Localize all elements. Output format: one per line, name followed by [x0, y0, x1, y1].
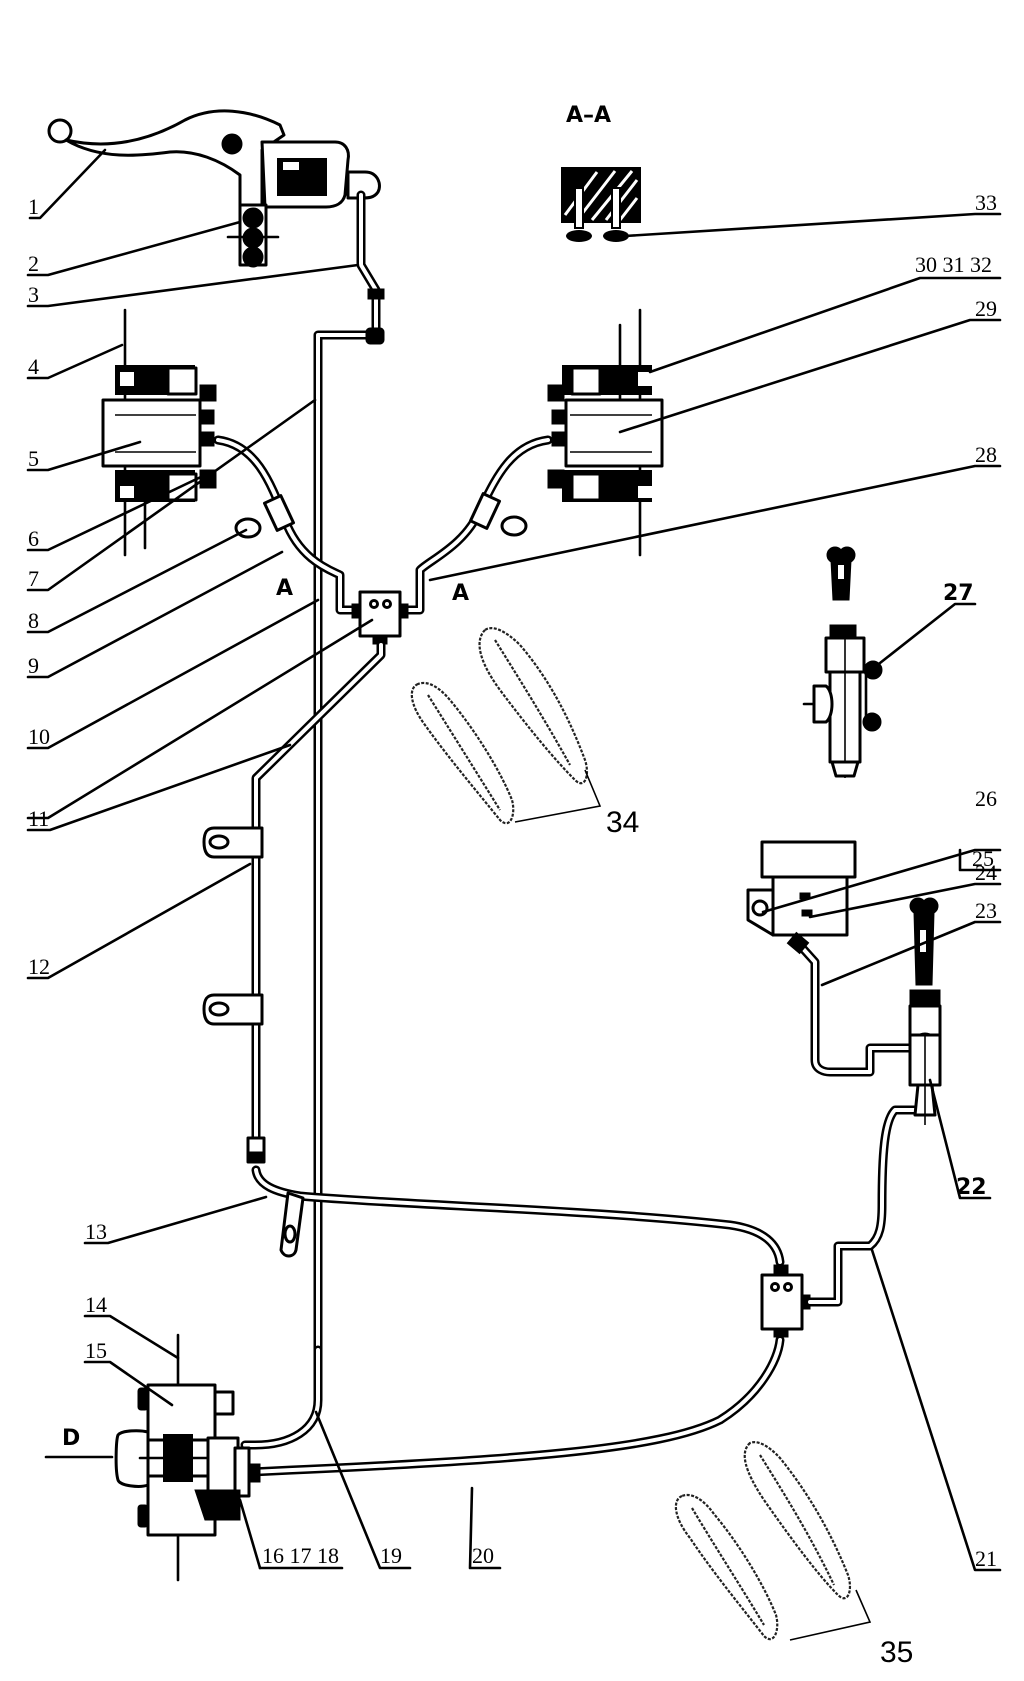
pedal-feed-line: [805, 1105, 923, 1307]
leader-lines: [26, 148, 1002, 1572]
callout-13: 13: [85, 1219, 107, 1244]
callout-34: 34: [606, 806, 639, 839]
callout-23: 23: [975, 898, 997, 923]
callout-20: 20: [472, 1543, 494, 1568]
line-bracket-lower: [202, 993, 264, 1026]
callout-35: 35: [880, 1636, 913, 1669]
front-hoses: A A: [213, 435, 553, 615]
rear-caliper: D: [44, 1333, 261, 1582]
master-cylinder-detail: [802, 546, 883, 778]
callout-6: 6: [28, 526, 39, 551]
parking-cable-end: [240, 1345, 323, 1450]
callout-12: 12: [28, 954, 50, 979]
section-bracket: [561, 167, 641, 242]
section-a-a: A–A: [561, 103, 641, 242]
callout-7: 7: [28, 566, 39, 591]
callout-10: 10: [28, 724, 50, 749]
callout-25: 25: [972, 846, 994, 871]
section-mark-right: A: [452, 581, 469, 606]
rear-distributor: [760, 1264, 811, 1338]
front-left-caliper: [101, 308, 217, 557]
view-mark-d: D: [62, 1426, 80, 1451]
callout-16-17-18: 16 17 18: [262, 1543, 339, 1568]
front-rear-brake-line: [202, 640, 386, 1164]
callout-14: 14: [85, 1292, 107, 1317]
callout-5: 5: [28, 446, 39, 471]
callout-11: 11: [28, 806, 49, 831]
callout-33: 33: [975, 190, 997, 215]
section-title: A–A: [566, 103, 611, 128]
callout-1: 1: [28, 194, 39, 219]
callout-28: 28: [975, 442, 997, 467]
fluid-reservoir: [746, 840, 920, 1077]
front-right-caliper: [547, 308, 664, 557]
front-brake-pads: 34: [410, 627, 639, 839]
rear-distribution-line: [251, 1165, 785, 1267]
rear-caliper-line: [245, 1335, 785, 1477]
callout-15: 15: [85, 1338, 107, 1363]
callout-24: 24: [975, 860, 997, 885]
callout-22: 22: [956, 1175, 987, 1200]
line-bracket-upper: [202, 826, 264, 859]
hose-clamp-right: [469, 492, 528, 537]
hand-brake-lever: [47, 109, 385, 1395]
callout-8: 8: [28, 608, 39, 633]
section-mark-left: A: [276, 576, 293, 601]
callout-19: 19: [380, 1543, 402, 1568]
rear-brake-pads: 35: [674, 1441, 913, 1669]
callout-labels: 1 2 3 4 5 6 7 8 9 10 11 12 13 14 15 16 1…: [28, 190, 997, 1571]
callout-30-31-32: 30 31 32: [915, 252, 992, 277]
callout-4: 4: [28, 354, 39, 379]
callout-9: 9: [28, 653, 39, 678]
callout-27: 27: [943, 581, 974, 606]
callout-21: 21: [975, 1546, 997, 1571]
front-distributor: [351, 590, 409, 645]
callout-2: 2: [28, 251, 39, 276]
callout-3: 3: [28, 282, 39, 307]
pedal-master-cylinder: [908, 897, 942, 1125]
callout-29: 29: [975, 296, 997, 321]
callout-26: 26: [975, 786, 997, 811]
